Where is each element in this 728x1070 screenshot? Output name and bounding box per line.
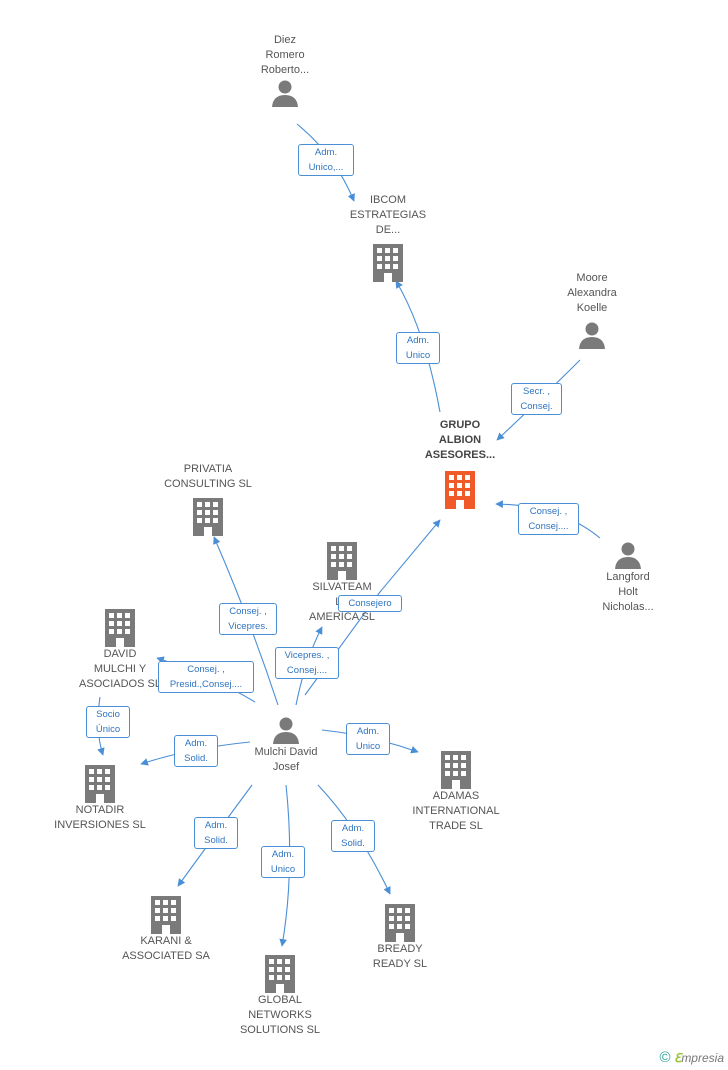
building-icon (151, 896, 181, 934)
node-global-networks[interactable]: GLOBAL NETWORKS SOLUTIONS SL (200, 955, 360, 1038)
copyright-icon: © (659, 1049, 671, 1066)
node-label: BREADY READY SL (372, 943, 428, 970)
node-label: KARANI & ASSOCIATED SA (122, 935, 210, 962)
edge-mulchi-grupo (379, 519, 441, 593)
brand-name: mpresia (681, 1051, 724, 1065)
node-bready[interactable]: BREADY READY SL (320, 904, 480, 972)
relation-badge[interactable]: Socio Único (86, 706, 130, 738)
relation-badge[interactable]: Adm. Solid. (174, 735, 218, 767)
person-icon (273, 717, 299, 744)
relation-badge[interactable]: Consej. , Presid.,Consej.... (158, 661, 254, 693)
person-icon (579, 322, 605, 349)
node-privatia[interactable]: PRIVATIA CONSULTING SL (128, 462, 288, 536)
node-label: Mulchi David Josef (254, 746, 318, 773)
node-label: PRIVATIA CONSULTING SL (164, 463, 252, 490)
node-grupo-albion[interactable]: GRUPO ALBION ASESORES... (380, 418, 540, 509)
building-icon (445, 471, 475, 509)
node-ibcom[interactable]: IBCOM ESTRATEGIAS DE... (308, 193, 468, 282)
relation-badge[interactable]: Secr. , Consej. (511, 383, 562, 415)
building-icon (373, 244, 403, 282)
building-icon (193, 498, 223, 536)
node-label: DAVID MULCHI Y ASOCIADOS SL (79, 648, 161, 690)
relation-badge[interactable]: Consej. , Consej.... (518, 503, 579, 535)
building-icon (265, 955, 295, 993)
person-icon (615, 542, 641, 569)
node-label: Diez Romero Roberto... (260, 34, 310, 76)
relation-badge[interactable]: Adm. Unico (346, 723, 390, 755)
node-langford[interactable]: Langford Holt Nicholas... (548, 540, 708, 615)
relation-badge[interactable]: Adm. Solid. (331, 820, 375, 852)
person-icon (272, 80, 298, 107)
node-notadir[interactable]: NOTADIR INVERSIONES SL (20, 765, 180, 833)
relation-badge[interactable]: Adm. Unico,... (298, 144, 354, 176)
building-icon (441, 751, 471, 789)
empresia-logo[interactable]: © ℇmpresia (660, 1049, 724, 1066)
node-label: ADAMAS INTERNATIONAL TRADE SL (412, 790, 500, 832)
node-diez-romero[interactable]: Diez Romero Roberto... (205, 33, 365, 108)
node-karani[interactable]: KARANI & ASSOCIATED SA (86, 896, 246, 964)
relation-badge[interactable]: Consejero (338, 595, 402, 612)
node-moore[interactable]: Moore Alexandra Koelle (512, 271, 672, 350)
node-label: IBCOM ESTRATEGIAS DE... (349, 194, 427, 236)
building-icon (385, 904, 415, 942)
building-icon (105, 609, 135, 647)
node-label: GRUPO ALBION ASESORES... (424, 419, 496, 461)
node-label: Moore Alexandra Koelle (567, 272, 617, 314)
relation-badge[interactable]: Adm. Unico (261, 846, 305, 878)
relation-badge[interactable]: Adm. Solid. (194, 817, 238, 849)
relation-badge[interactable]: Adm. Unico (396, 332, 440, 364)
building-icon (85, 765, 115, 803)
node-silvateam[interactable]: SILVATEAM LA AMERICA SL (262, 542, 422, 625)
node-label: GLOBAL NETWORKS SOLUTIONS SL (239, 994, 321, 1036)
brand-mark: ℇ (673, 1051, 682, 1065)
node-adamas[interactable]: ADAMAS INTERNATIONAL TRADE SL (376, 751, 536, 834)
relation-badge[interactable]: Consej. , Vicepres. (219, 603, 277, 635)
relation-badge[interactable]: Vicepres. , Consej.... (275, 647, 339, 679)
building-icon (327, 542, 357, 580)
node-mulchi-david-josef[interactable]: Mulchi David Josef (206, 715, 366, 775)
node-label: NOTADIR INVERSIONES SL (54, 804, 146, 831)
node-david-mulchi[interactable]: DAVID MULCHI Y ASOCIADOS SL (40, 609, 200, 692)
node-label: Langford Holt Nicholas... (602, 571, 654, 613)
